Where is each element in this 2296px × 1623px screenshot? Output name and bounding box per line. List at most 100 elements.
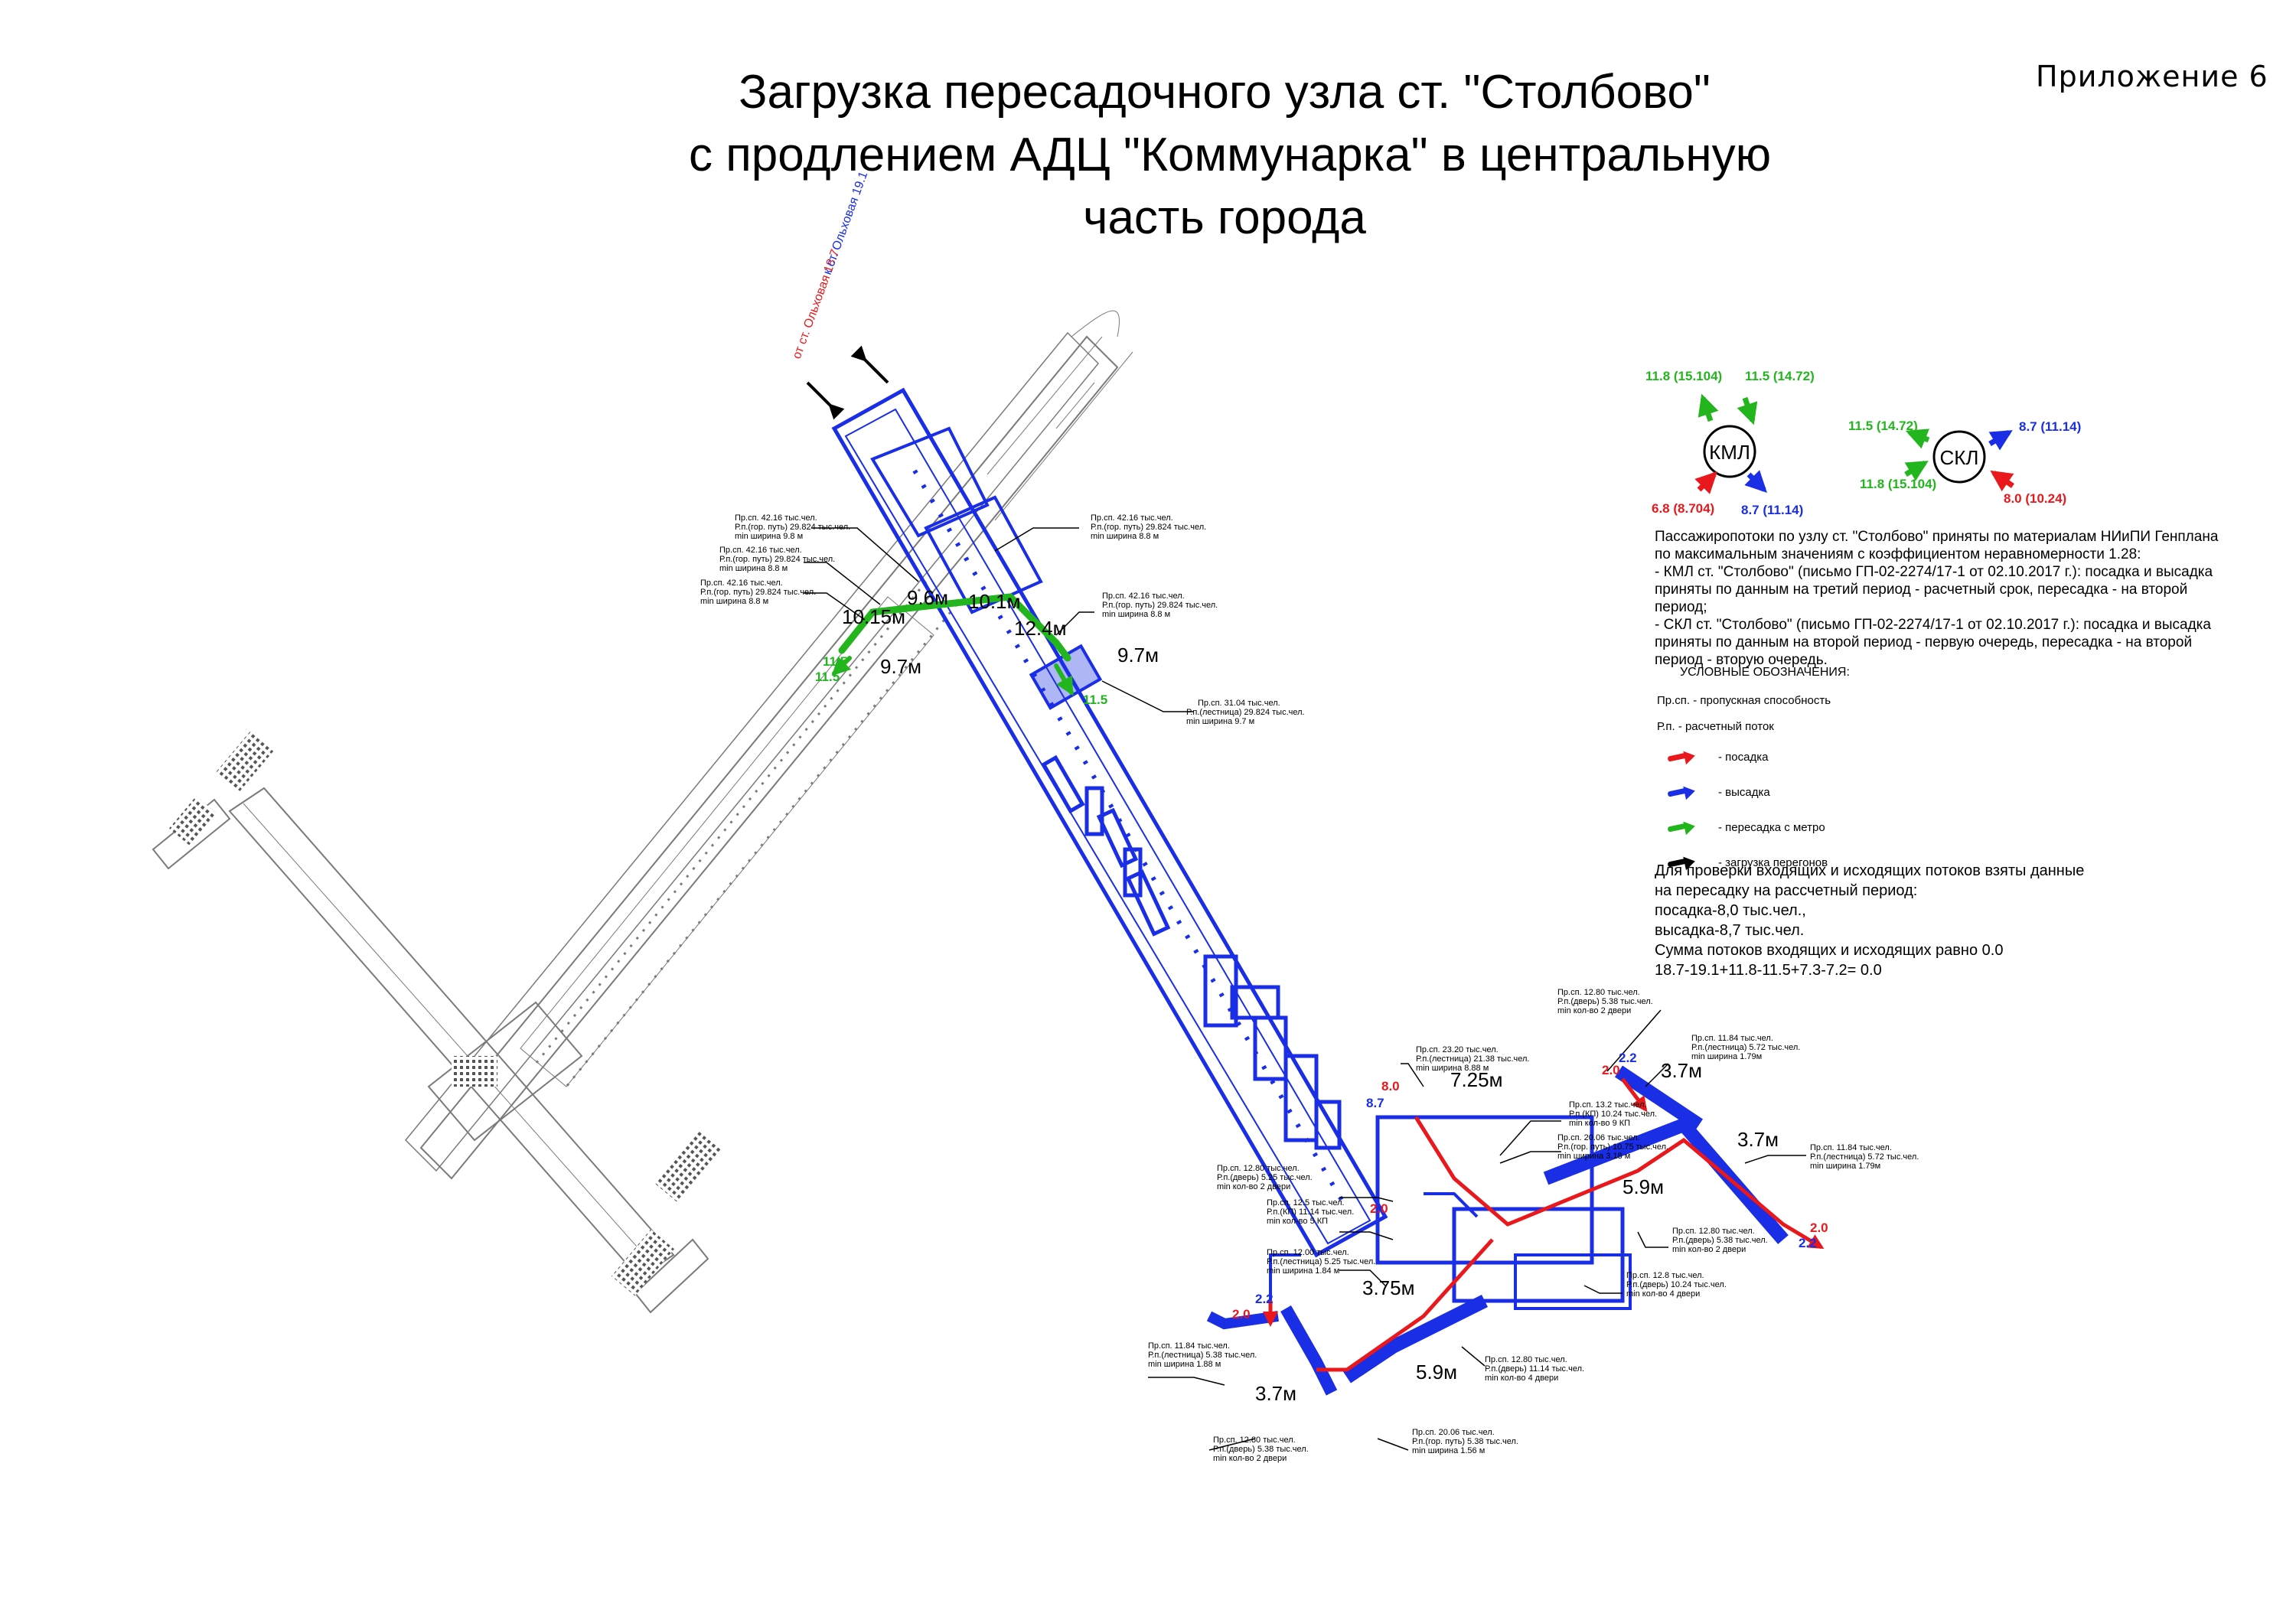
legend-row-alighting: - высадка [1657,774,2193,810]
kml-circle [1703,425,1756,478]
callout-13: Пр.сп. 12.80 тыс.чел.Р.п.(дверь) 5.25 ты… [1217,1164,1313,1191]
legend-header: УСЛОВНЫЕ ОБОЗНАЧЕНИЯ: [1680,666,1850,679]
callout-17: Пр.сп. 12.8 тыс.чел.Р.п.(дверь) 10.24 ты… [1626,1271,1727,1299]
kml-label: КМЛ [1709,441,1750,464]
callout-3: Пр.сп. 42.16 тыс.чел.Р.п.(гор. путь) 29.… [700,578,816,606]
width-label-5: 9.7м [1117,644,1159,666]
flow-number-4: 2.0 [1602,1063,1620,1077]
width-label-6: 9.7м [880,655,921,678]
flow-number-10: 11.5 [823,654,847,669]
transfer-arrow-icon [1657,819,1703,836]
kml-exit-lower-corridor [1206,1311,1279,1330]
skl-left-bottom-value: 11.8 (15.104) [1860,477,1936,491]
boarding-arrow-ne [1621,1077,1648,1113]
callout-leaders [804,527,1806,1451]
kml-up-right-value: 11.5 (14.72) [1745,369,1815,383]
transfer-route [838,593,1071,662]
kml-exit-west-stub [1269,1253,1301,1316]
flow-numbers: 8.0 8.7 2.2 2.0 2.0 2.2 2.0 2.2 2.0 11.5… [815,654,1828,1322]
kml-down-left-value: 6.8 (8.704) [1652,501,1714,516]
callout-2: Пр.сп. 42.16 тыс.чел.Р.п.(гор. путь) 29.… [719,546,835,573]
flow-number-2: 8.7 [1366,1096,1384,1110]
kml-up-left-value: 11.8 (15.104) [1645,369,1722,383]
skl-left-top-value: 11.5 (14.72) [1848,419,1918,433]
vestibule-upper-left [152,731,274,870]
title-line-3: часть города [1083,191,1366,244]
skl-station-plan [152,310,1133,1314]
tunnel-arrow-in [806,381,845,420]
legend-row-transfer: - пересадка с метро [1657,810,2193,845]
skl-track-line-2 [994,351,1133,521]
skl-track-line-1 [1055,382,1095,429]
flow-number-9: 2.0 [1370,1201,1388,1216]
skl-arrow-left-top [1905,429,1930,449]
kml-connection-hall [924,495,1043,614]
skl-right-bottom-value: 8.0 (10.24) [2004,491,2066,506]
flow-number-6: 2.2 [1799,1236,1817,1250]
width-label-3: 10.1м [968,590,1020,613]
skl-columns-b [565,604,958,1087]
title-line-2: с продлением АДЦ "Коммунарка" в централь… [689,129,1772,181]
width-label-12: 5.9м [1416,1361,1457,1383]
skl-node: СКЛ 11.5 (14.72) 11.8 (15.104) 8.7 (11.1… [1848,419,2081,506]
kml-exit-northeast-corridor [1615,1065,1703,1131]
check-line-5: Сумма потоков входящих и исходящих равно… [1655,942,2004,959]
flow-number-1: 8.0 [1381,1079,1400,1093]
skl-circle [1932,430,1986,484]
callout-4: Пр.сп. 42.16 тыс.чел.Р.п.(гор. путь) 29.… [1091,513,1206,541]
callout-12: Пр.сп. 11.84 тыс.чел.Р.п.(лестница) 5.72… [1810,1143,1919,1171]
cross-node-building [427,1001,583,1142]
callout-8: Пр.сп. 12.80 тыс.чел.Р.п.(дверь) 5.38 ты… [1557,988,1653,1015]
callout-20: Пр.сп. 12.80 тыс.чел.Р.п.(дверь) 5.38 ты… [1213,1436,1309,1463]
note-paragraph-3: - СКЛ ст. "Столбово" (письмо ГП-02-2274/… [1655,617,2211,668]
kml-station-plan [831,387,1789,1396]
kml-platform-inner [844,408,1371,1245]
boarding-path [1263,1077,1825,1372]
skl-arrow-right-bottom [1990,470,2014,492]
callout-9: Пр.сп. 11.84 тыс.чел.Р.п.(лестница) 5.72… [1691,1034,1800,1061]
callout-1: Пр.сп. 42.16 тыс.чел.Р.п.(гор. путь) 29.… [735,513,850,541]
kml-exit-south-corridor [1280,1305,1338,1396]
legend-r-p: Р.п. - расчетный поток [1657,719,1774,733]
callout-5: Пр.сп. 42.16 тыс.чел.Р.п.(гор. путь) 29.… [1102,592,1218,619]
kml-south-hall [1375,1115,1594,1265]
legend-label-alighting: - высадка [1718,785,1770,799]
width-label-4: 12.4м [1014,617,1066,640]
skl-right-top-value: 8.7 (11.14) [2019,419,2081,434]
kml-exit-east-corridor [1543,1116,1789,1244]
check-line-6: 18.7-19.1+11.8-11.5+7.3-7.2= 0.0 [1655,962,1882,979]
kml-arrow-up-right [1737,396,1758,425]
skl-inner-platform [520,596,934,1087]
width-label-13: 3.7м [1255,1382,1296,1405]
rail-line-1 [987,336,1103,475]
kml-exit-southwest-corridor [1343,1294,1489,1383]
cross-corridor-outline [228,787,675,1279]
width-label-11: 3.75м [1362,1276,1414,1299]
note-paragraph-2: - КМЛ ст. "Столбово" (письмо ГП-02-2274/… [1655,564,2213,615]
width-label-9: 3.7м [1737,1128,1779,1151]
kml-south-annex [1452,1207,1625,1303]
kml-north-hall [870,426,990,538]
kml-arrow-down-right [1744,470,1767,493]
callouts: Пр.сп. 42.16 тыс.чел.Р.п.(гор. путь) 29.… [700,513,1919,1463]
callout-21: Пр.сп. 20.06 тыс.чел.Р.п.(гор. путь) 5.3… [1412,1428,1518,1455]
note-paragraph-1: Пассажиропотоки по узлу ст. "Столбово" п… [1655,529,2219,562]
flow-number-11: 11.5 [1083,693,1107,707]
flow-number-7: 2.0 [1232,1307,1251,1322]
width-label-8: 3.7м [1661,1059,1702,1082]
kml-exit-path-1 [1424,1192,1479,1218]
legend-label-transfer: - пересадка с метро [1718,820,1825,834]
legend-row-tunnel-load: - загрузка перегонов [1657,845,2193,880]
flow-number-12: 11.5 [815,670,840,684]
kml-platform-outline [831,387,1388,1258]
callout-6: Пр.сп. 31.04 тыс.чел.Р.п.(лестница) 29.8… [1186,699,1305,726]
kml-side-rooms [1041,754,1342,1150]
transfer-arrow-left [831,656,852,676]
legend-pr-sp: Пр.сп. - пропускная способность [1657,693,1831,707]
appendix-label: Приложение 6 [2036,60,2268,93]
alighting-arrow-icon [1657,784,1703,800]
vestibule-lower-right [611,1130,723,1314]
to-station-label: к ст. Ольховая 19.1 [821,170,871,276]
skl-corridor-outline [419,335,1119,1180]
